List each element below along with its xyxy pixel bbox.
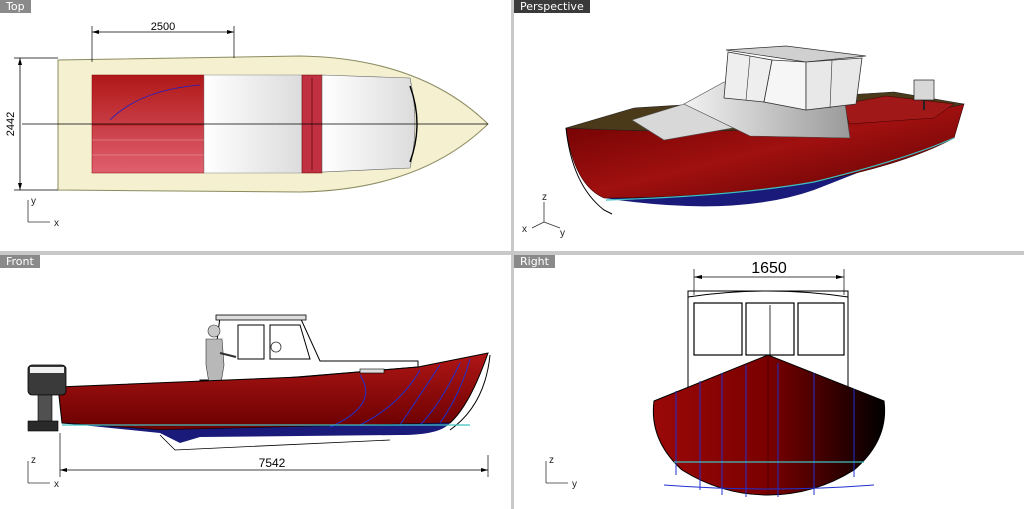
- viewport-title-perspective[interactable]: Perspective: [514, 0, 590, 13]
- axis-label-x: x: [54, 479, 59, 490]
- axis-label-y: y: [560, 228, 565, 239]
- axis-triad-icon: z y: [545, 455, 577, 490]
- outboard-motor-front: [27, 364, 67, 432]
- top-view-drawing: 2500 2442 y x: [5, 21, 489, 229]
- axis-label-x: x: [522, 224, 527, 235]
- dim-length-top: 2500: [151, 21, 175, 33]
- dim-beam-top: 2442: [5, 112, 17, 136]
- right-view-drawing: 1650 z y: [545, 260, 886, 497]
- axis-label-z: z: [31, 455, 36, 466]
- hull-bottom-front: [62, 423, 450, 443]
- viewport-title-top[interactable]: Top: [0, 0, 31, 13]
- viewport-front[interactable]: Front: [0, 255, 511, 509]
- dim-length-front: 7542: [259, 456, 286, 470]
- bow-right: [652, 354, 886, 496]
- hardtop-perspective: [725, 45, 867, 63]
- axis-label-y: y: [31, 196, 36, 207]
- viewport-title-right[interactable]: Right: [514, 255, 555, 268]
- axis-label-x: x: [54, 218, 59, 229]
- helmsman-figure: [205, 324, 237, 390]
- front-view-drawing: 7542 z x: [27, 314, 491, 490]
- axis-label-z: z: [542, 192, 547, 203]
- perspective-view-drawing: z y x: [522, 45, 965, 239]
- dim-beam-right: 1650: [751, 260, 787, 277]
- viewport-top[interactable]: Top 2500: [0, 0, 511, 251]
- axis-label-z: z: [549, 455, 554, 466]
- axis-triad-icon: z y x: [522, 192, 565, 239]
- viewport-right[interactable]: Right 1650: [514, 255, 1024, 509]
- viewport-title-front[interactable]: Front: [0, 255, 40, 268]
- viewport-perspective[interactable]: Perspective: [514, 0, 1024, 251]
- axis-triad-icon: z x: [27, 455, 59, 490]
- passenger-head: [270, 341, 282, 353]
- foredeck-panel: [321, 74, 416, 173]
- outboard-motor-perspective: [913, 79, 935, 101]
- axis-triad-icon: y x: [27, 196, 59, 229]
- axis-label-y: y: [572, 479, 577, 490]
